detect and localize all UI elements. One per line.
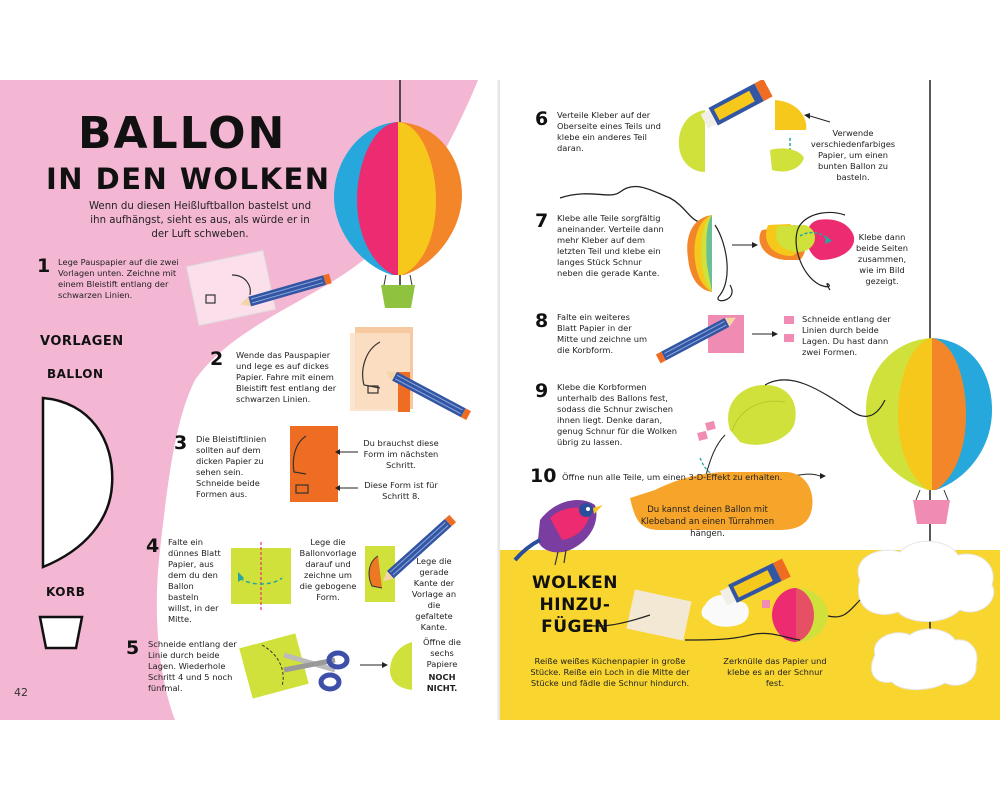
page-subtitle: IN DEN WOLKEN: [46, 162, 331, 196]
step2-tracing-illustration: [350, 327, 471, 421]
step5-text: Schneide entlang der Linie durch beide L…: [148, 639, 237, 693]
step2-number: 2: [210, 348, 224, 370]
intro-text: Wenn du diesen Heißluftballon bastelst u…: [88, 201, 312, 240]
templates-heading: VORLAGEN: [40, 334, 124, 349]
step4-text: Falte ein dünnes Blatt Papier, aus dem d…: [168, 537, 221, 624]
speech-bubble-shape: [630, 472, 813, 530]
step3-cut-shapes-illustration: [290, 426, 358, 502]
right-page: 6 Verteile Kleber auf der Oberseite eine…: [500, 80, 1000, 720]
wolken-title-line2: HINZU-: [539, 595, 611, 615]
step8-text: Falte ein weiteres Blatt Papier in der M…: [557, 312, 648, 355]
step6-note: Verwende verschiedenfarbiges Papier, um …: [810, 128, 896, 182]
step6-number: 6: [535, 108, 549, 130]
wolken-text-right: Zerknülle das Papier und klebe es an der…: [723, 656, 827, 688]
page-title: BALLON: [78, 108, 287, 159]
step8-number: 8: [535, 310, 549, 332]
balloon-template-shape: [41, 396, 114, 569]
wolken-illustration: [587, 558, 861, 642]
step3-number: 3: [174, 432, 188, 454]
step5-text-right-bold: NOCH NICHT.: [426, 672, 458, 693]
step6-glue-illustration: [678, 80, 831, 172]
step3-text: Die Bleistiftlinien sollten auf dem dick…: [196, 434, 267, 499]
wolken-title-line3: FÜGEN: [541, 617, 609, 637]
step3-note-bottom: Diese Form ist für Schritt 8.: [364, 480, 438, 501]
finished-balloon-illustration: [866, 338, 992, 524]
scissors-icon: [283, 650, 350, 692]
hot-air-balloon-illustration: [333, 122, 462, 308]
glue-stick-icon: [700, 80, 773, 129]
step8-note: Schneide entlang der Linien durch beide …: [802, 314, 891, 357]
step4-text-middle: Lege die Ballonvorlage darauf und zeichn…: [299, 537, 357, 602]
step7-text: Klebe alle Teile sorgfältig aneinander. …: [557, 213, 664, 278]
page-number: 42: [14, 686, 28, 699]
paper-cloud-illustration: [857, 540, 995, 691]
step4-text-right: Lege die gerade Kante der Vorlage an die…: [411, 556, 457, 632]
step3-note-top: Du brauchst diese Form im nächsten Schri…: [363, 438, 439, 470]
step1-text: Lege Pauspapier auf die zwei Vorlagen un…: [58, 257, 179, 300]
step10-text: Öffne nun alle Teile, um einen 3-D-Effek…: [562, 472, 783, 482]
pink-background-shape: [0, 80, 478, 720]
speech-bubble-text: Du kannst deinen Ballon mit Klebeband an…: [640, 505, 775, 539]
step1-number: 1: [37, 255, 51, 277]
step1-tracing-illustration: [186, 249, 332, 327]
step8-basket-illustration: [655, 315, 794, 364]
step7-note: Klebe dann beide Seiten zusammen, wie im…: [856, 232, 908, 286]
step7-number: 7: [535, 210, 549, 232]
wolken-title-line1: WOLKEN: [531, 573, 619, 593]
step6-text: Verteile Kleber auf der Oberseite eines …: [557, 110, 661, 153]
step4-fold-illustration: [231, 514, 457, 610]
step5-number: 5: [126, 637, 140, 659]
step5-cut-illustration: [239, 633, 412, 699]
step7-string-illustration: [559, 185, 855, 302]
basket-template-shape: [38, 615, 84, 650]
step9-number: 9: [535, 380, 549, 402]
glue-stick-icon: [719, 558, 791, 606]
basket-template-label: KORB: [46, 585, 86, 599]
step4-number: 4: [146, 535, 160, 557]
step5-text-right: Öffne die sechs Papiere: [423, 637, 461, 669]
right-page-graphics: [500, 80, 1000, 720]
step9-text: Klebe die Korbformen unterhalb des Ballo…: [557, 382, 677, 447]
bird-illustration: [513, 500, 603, 566]
wolken-text-left: Reiße weißes Küchenpapier in große Stück…: [530, 656, 690, 688]
balloon-template-label: BALLON: [47, 367, 104, 381]
step9-assembly-illustration: [697, 379, 886, 476]
step10-number: 10: [530, 465, 557, 487]
left-page: BALLON IN DEN WOLKEN Wenn du diesen Heiß…: [0, 80, 500, 720]
step2-text: Wende das Pauspapier und lege es auf dic…: [236, 350, 337, 404]
